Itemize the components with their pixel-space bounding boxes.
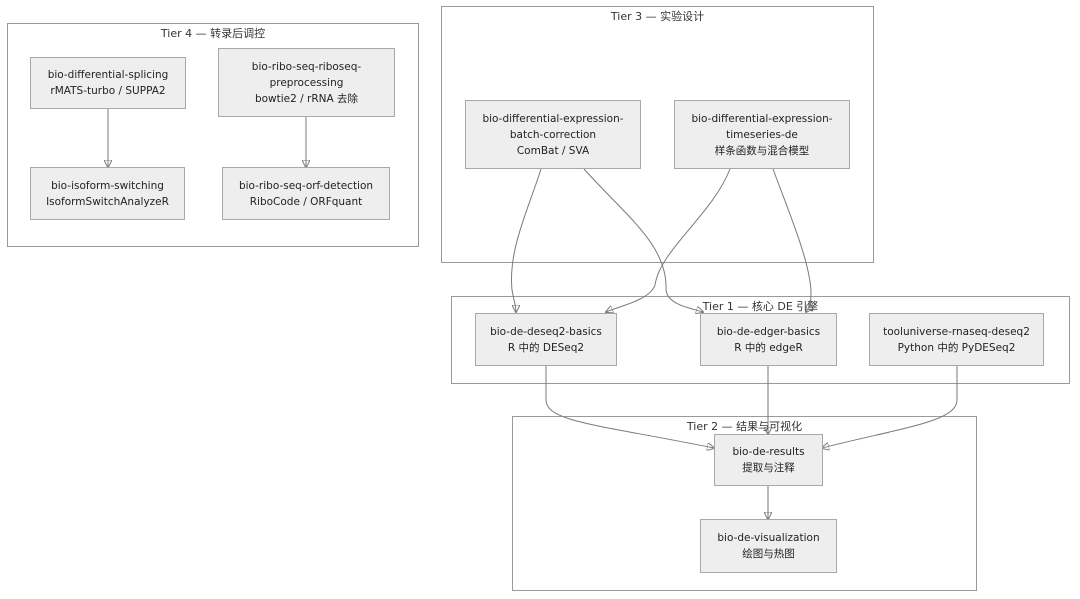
tier4-title: Tier 4 — 转录后调控 [160, 27, 266, 40]
node-differential-splicing[interactable]: bio-differential-splicing rMATS-turbo / … [30, 57, 186, 109]
node-edger-basics[interactable]: bio-de-edger-basics R 中的 edgeR [700, 313, 837, 366]
node-pydeseq2[interactable]: tooluniverse-rnaseq-deseq2 Python 中的 PyD… [869, 313, 1044, 366]
node-de-visualization[interactable]: bio-de-visualization 绘图与热图 [700, 519, 837, 573]
node-ribo-seq-preprocessing[interactable]: bio-ribo-seq-riboseq- preprocessing bowt… [218, 48, 395, 117]
tier3-title: Tier 3 — 实验设计 [610, 10, 705, 23]
node-ribo-seq-orf-detection[interactable]: bio-ribo-seq-orf-detection RiboCode / OR… [222, 167, 390, 220]
tier2-title: Tier 2 — 结果与可视化 [686, 420, 803, 433]
node-deseq2-basics[interactable]: bio-de-deseq2-basics R 中的 DESeq2 [475, 313, 617, 366]
node-de-results[interactable]: bio-de-results 提取与注释 [714, 434, 823, 486]
node-isoform-switching[interactable]: bio-isoform-switching IsoformSwitchAnaly… [30, 167, 185, 220]
node-timeseries-de[interactable]: bio-differential-expression- timeseries-… [674, 100, 850, 169]
node-batch-correction[interactable]: bio-differential-expression- batch-corre… [465, 100, 641, 169]
tier1-title: Tier 1 — 核心 DE 引擎 [702, 300, 819, 313]
